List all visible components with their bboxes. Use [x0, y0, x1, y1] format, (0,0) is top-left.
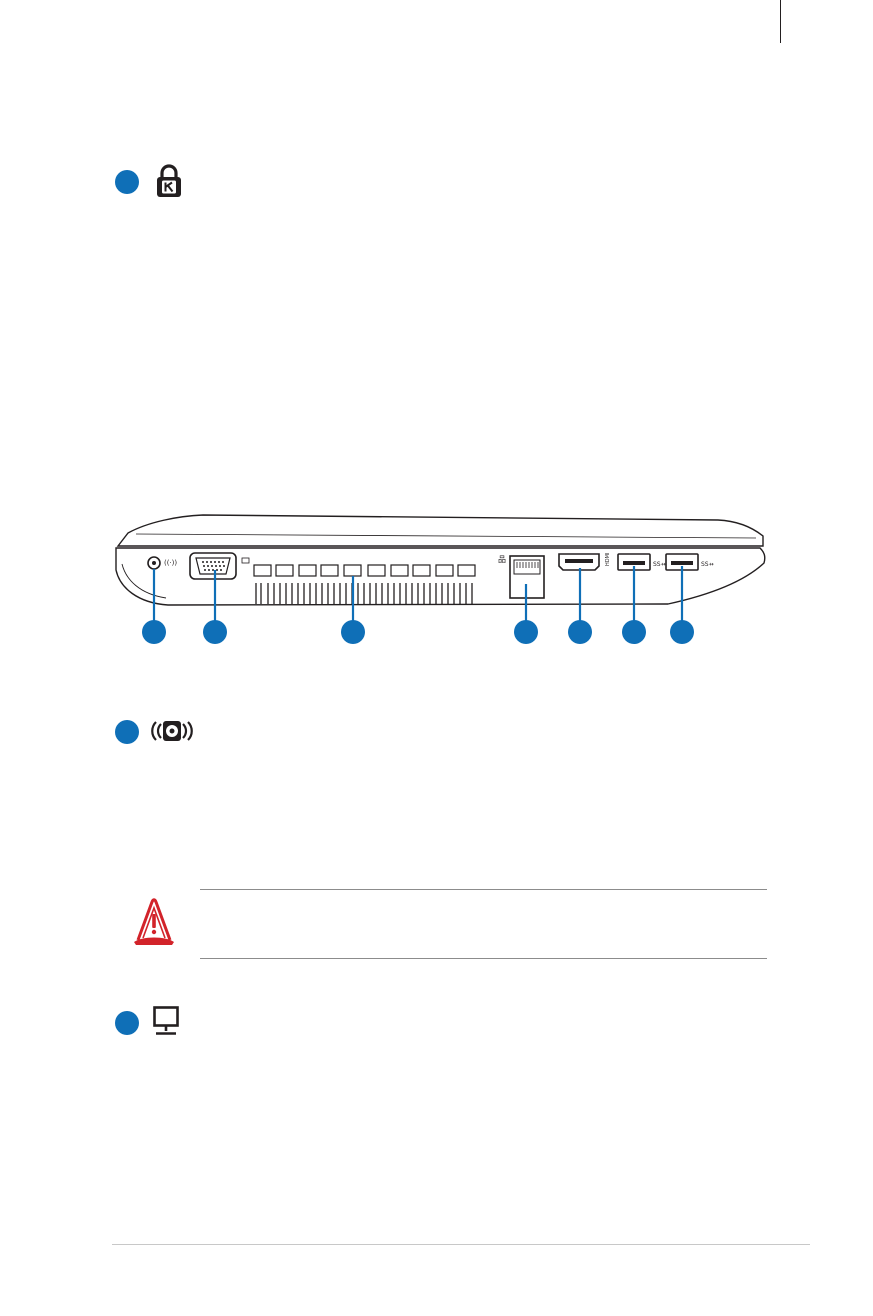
footer-rule [112, 1244, 810, 1245]
warning-hot-surface-icon [134, 898, 174, 945]
svg-text:SS⇸: SS⇸ [701, 561, 714, 568]
warning-bottom-rule [200, 958, 767, 959]
svg-text:HDMI: HDMI [605, 553, 611, 566]
callout-lan-port [514, 620, 538, 644]
warning-top-rule [200, 889, 767, 890]
section-bullet-power-input [115, 720, 139, 744]
svg-text:品: 品 [498, 555, 506, 564]
top-margin-rule [780, 0, 781, 43]
callout-hdmi-port [568, 620, 592, 644]
callout-usb-port-1 [622, 620, 646, 644]
section-bullet-display-output [115, 1011, 139, 1035]
svg-text:SS⇸: SS⇸ [653, 561, 666, 568]
callout-air-vents [341, 620, 365, 644]
monitor-icon [153, 1006, 179, 1035]
kensington-lock-icon [157, 164, 181, 197]
svg-text:((·)): ((·)) [164, 559, 177, 567]
callout-usb-port-2 [670, 620, 694, 644]
section-bullet-kensington [115, 170, 139, 194]
callout-power-input [142, 620, 166, 644]
laptop-left-side-diagram: ((·)) 品 HDMI SS⇸ SS⇸ [115, 514, 766, 644]
callout-display-output [203, 620, 227, 644]
power-input-icon [151, 721, 193, 741]
